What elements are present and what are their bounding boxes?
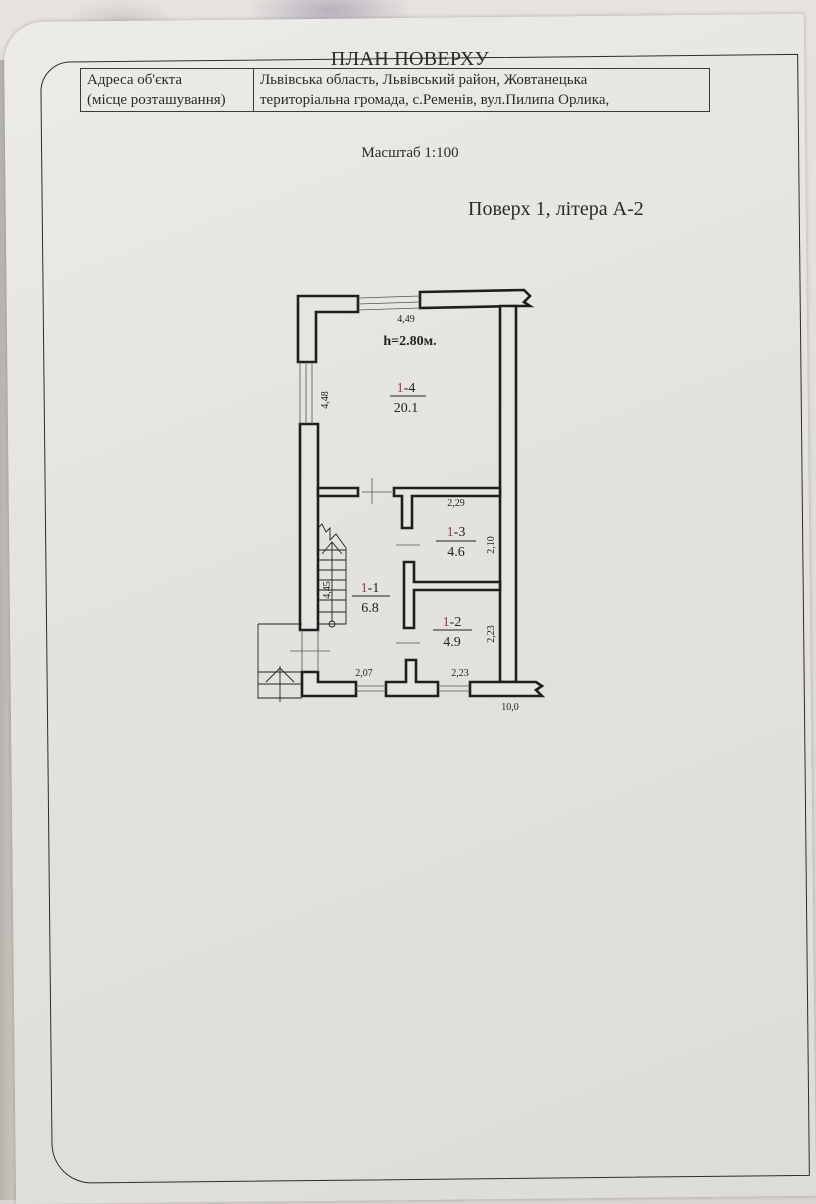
- room-1-1-area: 6.8: [361, 601, 379, 616]
- room-1-2-area: 4.9: [443, 635, 461, 650]
- dim-room13-width: 2,29: [447, 498, 465, 509]
- address-table: Адреса об'єкта (місце розташування) Льві…: [80, 68, 710, 112]
- wall-bottom-right: [468, 680, 546, 698]
- wall-top-right: [418, 288, 535, 310]
- room-1-4-number: 1-4: [397, 381, 416, 396]
- wall-room13-bottom: [402, 560, 502, 630]
- scale-label: Масштаб 1:100: [361, 145, 459, 161]
- dim-room12-height: 2,23: [486, 625, 497, 643]
- wall-top-left: [296, 294, 360, 364]
- address-value: Львівська область, Львівський район, Жов…: [253, 68, 710, 112]
- room-1-2-number: 1-2: [443, 615, 462, 630]
- dim-stair-length: 4,45: [322, 581, 333, 599]
- wall-right-outer: [498, 304, 518, 684]
- wall-partition-left: [316, 486, 360, 498]
- floor-title: Поверх 1, літера А-2: [468, 198, 644, 220]
- wall-bottom-mid: [384, 658, 440, 698]
- wall-partition-right: [392, 486, 502, 530]
- staircase: [257, 523, 347, 702]
- dim-room13-height: 2,10: [486, 536, 497, 554]
- ceiling-height-label: h=2.80м.: [383, 334, 436, 349]
- dim-total-length: 10,0: [501, 702, 519, 713]
- document-title: ПЛАН ПОВЕРХУ: [330, 48, 490, 70]
- room-1-1-number: 1-1: [361, 581, 380, 596]
- dim-bottom-left-width: 2,07: [355, 668, 373, 679]
- dim-top-width: 4,49: [397, 314, 415, 325]
- wall-bottom-left: [300, 670, 358, 698]
- dim-left-height: 4,48: [320, 391, 331, 409]
- wall-left-lower: [298, 422, 320, 632]
- dim-bottom-right-width: 2,23: [451, 668, 469, 679]
- room-1-4-area: 20.1: [394, 401, 419, 416]
- room-1-3-area: 4.6: [447, 545, 465, 560]
- address-label: Адреса об'єкта (місце розташування): [80, 68, 254, 112]
- room-1-3-number: 1-3: [447, 525, 466, 540]
